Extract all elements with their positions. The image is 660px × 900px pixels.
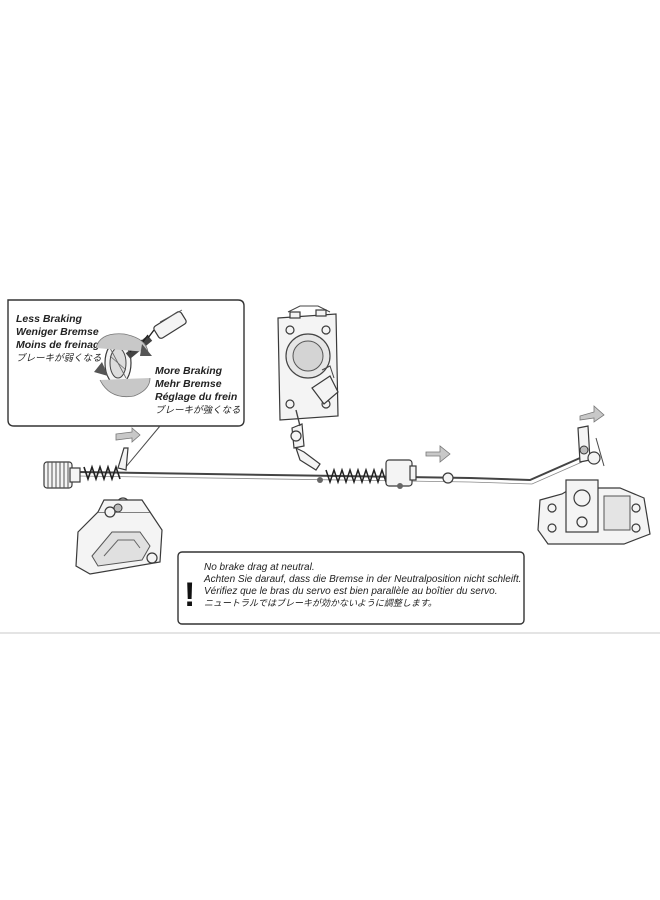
note-line-fr: Vérifiez que le bras du servo est bien p… [204,586,498,597]
rod-end-knob-icon [43,461,81,489]
rotation-arrow-icon [94,333,152,398]
brake-mount-right [537,479,651,545]
caution-note: ! No brake drag at neutral. Achten Sie d… [177,551,525,625]
more-braking-label-de: Mehr Bremse [155,378,222,390]
inset-pointer-line [124,425,161,469]
adjuster-dial-icon [104,340,132,386]
note-line-en: No brake drag at neutral. [204,562,315,573]
center-spring-icon [325,467,395,485]
more-braking-label-en: More Braking [155,365,223,377]
brake-mount-left [75,499,163,575]
less-braking-label-fr: Moins de freinage [16,339,105,351]
direction-arrow-icon [425,445,451,463]
direction-arrow-icon [579,405,605,423]
note-line-ja: ニュートラルではブレーキが効かないように調整します。 [204,598,437,608]
servo-horn [290,409,321,471]
caution-exclamation-icon: ! [184,576,195,614]
less-braking-label-de: Weniger Bremse [16,326,99,338]
direction-arrow-icon [115,427,141,443]
less-braking-label-ja: ブレーキが弱くなる [16,352,102,364]
less-braking-label-en: Less Braking [16,313,83,325]
note-line-de: Achten Sie darauf, dass die Bremse in de… [203,574,521,585]
brake-adjust-inset: Less Braking Weniger Bremse Moins de fre… [7,299,245,469]
more-braking-label-ja: ブレーキが強くなる [155,404,241,416]
servo-unit [277,305,339,421]
more-braking-label-fr: Réglage du frein [155,391,237,403]
left-spring-icon [83,464,121,482]
brake-arm-right [577,425,605,467]
rod-stopper [317,459,454,489]
